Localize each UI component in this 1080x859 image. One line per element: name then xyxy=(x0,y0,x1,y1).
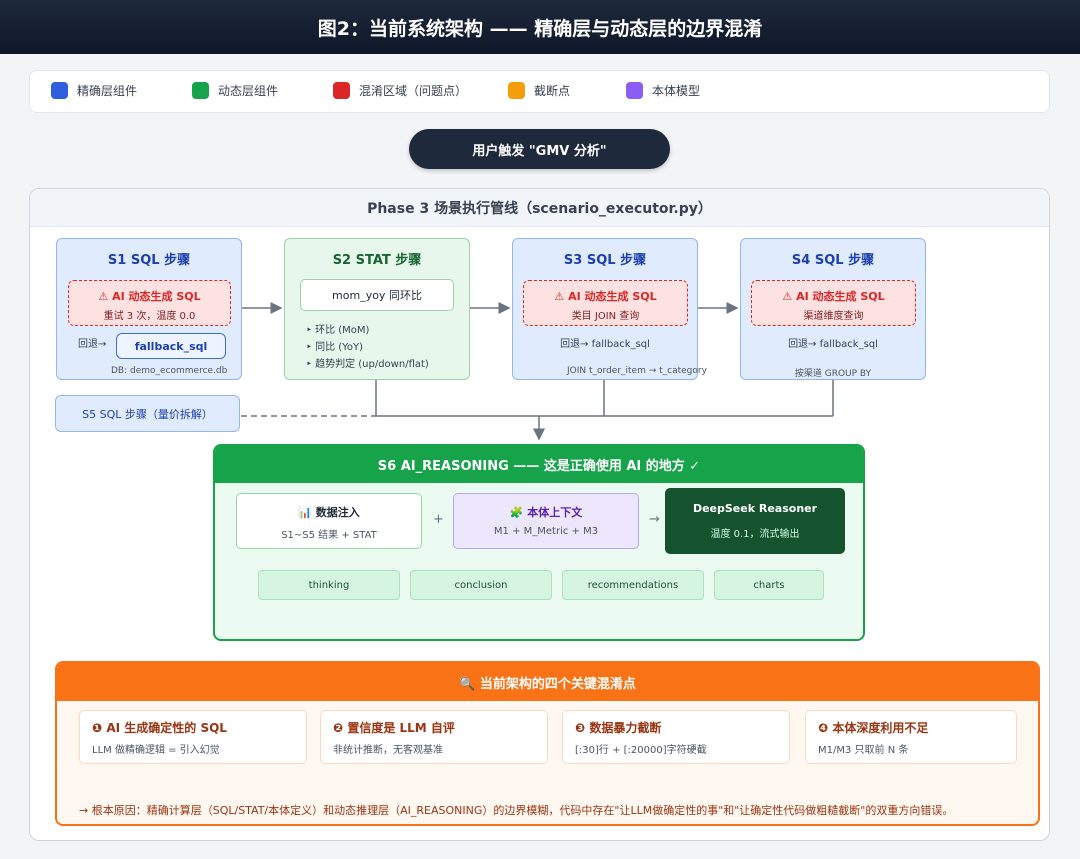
alert-title: ⚠ AI 动态生成 SQL xyxy=(554,290,657,303)
card-sub: M1 + M_Metric + M3 xyxy=(493,526,599,537)
issue-card: ❸ 数据暴力截断 [:30]行 + [:20000]字符硬截 xyxy=(562,710,790,764)
deepseek-reasoner-card: DeepSeek Reasoner 温度 0.1，流式输出 xyxy=(665,488,845,554)
legend: 精确层组件 动态层组件 混淆区域（问题点） 截断点 本体模型 xyxy=(29,70,1050,113)
issue-title: ❷ 置信度是 LLM 自评 xyxy=(333,721,455,735)
legend-swatch xyxy=(192,82,209,99)
legend-swatch xyxy=(508,82,525,99)
alert-sub: 重试 3 次，温度 0.0 xyxy=(103,311,196,322)
legend-swatch xyxy=(51,82,68,99)
db-label: DB: demo_ecommerce.db xyxy=(111,366,228,376)
root-cause-text: → 根本原因：精确计算层（SQL/STAT/本体定义）和动态推理层（AI_REA… xyxy=(79,804,954,817)
step-s6: S6 AI_REASONING —— 这是正确使用 AI 的地方 ✓ 📊 数据注… xyxy=(213,444,865,641)
alert-title: ⚠ AI 动态生成 SQL xyxy=(98,290,201,303)
output-thinking: thinking xyxy=(258,570,400,600)
card-sub: 温度 0.1，流式输出 xyxy=(710,529,800,540)
data-injection-card: 📊 数据注入 S1~S5 结果 + STAT xyxy=(236,493,422,549)
fallback-text: 回退→ fallback_sql xyxy=(560,339,650,350)
fallback-text: 回退→ fallback_sql xyxy=(788,339,878,350)
ai-sql-alert: ⚠ AI 动态生成 SQL 类目 JOIN 查询 xyxy=(523,280,688,326)
step-s5: S5 SQL 步骤（量价拆解） xyxy=(55,395,240,432)
legend-item: 本体模型 xyxy=(626,82,700,99)
arrow-sign: → xyxy=(649,512,660,527)
issues-title: 🔍 当前架构的四个关键混淆点 xyxy=(57,663,1038,701)
legend-label: 本体模型 xyxy=(652,84,701,98)
fallback-prefix: 回退→ xyxy=(78,339,107,350)
alert-title: ⚠ AI 动态生成 SQL xyxy=(782,290,885,303)
issue-sub: LLM 做精确逻辑 = 引入幻觉 xyxy=(92,745,220,756)
issue-sub: [:30]行 + [:20000]字符硬截 xyxy=(575,745,707,756)
card-sub: S1~S5 结果 + STAT xyxy=(281,530,377,541)
legend-label: 动态层组件 xyxy=(218,84,279,98)
legend-swatch xyxy=(626,82,643,99)
step-s1: S1 SQL 步骤 ⚠ AI 动态生成 SQL 重试 3 次，温度 0.0 回退… xyxy=(56,238,242,380)
issues-panel: 🔍 当前架构的四个关键混淆点 ❶ AI 生成确定性的 SQL LLM 做精确逻辑… xyxy=(55,661,1040,826)
issue-card: ❹ 本体深度利用不足 M1/M3 只取前 N 条 xyxy=(805,710,1017,764)
pipeline-title: Phase 3 场景执行管线（scenario_executor.py） xyxy=(30,189,1049,227)
ai-sql-alert: ⚠ AI 动态生成 SQL 重试 3 次，温度 0.0 xyxy=(68,280,231,326)
s6-title: S6 AI_REASONING —— 这是正确使用 AI 的地方 ✓ xyxy=(215,446,863,483)
alert-sub: 渠道维度查询 xyxy=(803,311,864,322)
ai-sql-alert: ⚠ AI 动态生成 SQL 渠道维度查询 xyxy=(751,280,916,326)
legend-item: 动态层组件 xyxy=(192,82,278,99)
plus-sign: + xyxy=(433,512,444,527)
stat-bullet: ‣ 趋势判定 (up/down/flat) xyxy=(306,359,429,370)
ontology-context-card: 🧩 本体上下文 M1 + M_Metric + M3 xyxy=(453,493,639,549)
card-title: 📊 数据注入 xyxy=(298,506,360,519)
output-charts: charts xyxy=(714,570,824,600)
step-s4: S4 SQL 步骤 ⚠ AI 动态生成 SQL 渠道维度查询 回退→ fallb… xyxy=(740,238,926,380)
legend-label: 混淆区域（问题点） xyxy=(359,84,468,98)
stat-bullet: ‣ 环比 (MoM) xyxy=(306,325,370,336)
card-title: 🧩 本体上下文 xyxy=(509,506,583,519)
trigger-node: 用户触发 "GMV 分析" xyxy=(409,129,670,169)
issue-title: ❹ 本体深度利用不足 xyxy=(818,721,929,735)
step-title: S2 STAT 步骤 xyxy=(332,253,422,268)
legend-label: 精确层组件 xyxy=(77,84,138,98)
join-note: JOIN t_order_item → t_category xyxy=(567,366,707,376)
page-title: 图2：当前系统架构 —— 精确层与动态层的边界混淆 xyxy=(0,0,1080,54)
issue-card: ❷ 置信度是 LLM 自评 非统计推断，无客观基准 xyxy=(320,710,548,764)
issue-title: ❶ AI 生成确定性的 SQL xyxy=(92,721,227,735)
issue-sub: M1/M3 只取前 N 条 xyxy=(818,745,909,756)
step-title: S4 SQL 步骤 xyxy=(791,253,875,268)
issue-title: ❸ 数据暴力截断 xyxy=(575,721,662,735)
legend-label: 截断点 xyxy=(534,84,571,98)
output-conclusion: conclusion xyxy=(410,570,552,600)
step-s2: S2 STAT 步骤 mom_yoy 同环比 ‣ 环比 (MoM) ‣ 同比 (… xyxy=(284,238,470,380)
mom-yoy-box: mom_yoy 同环比 xyxy=(300,279,454,311)
legend-item: 混淆区域（问题点） xyxy=(333,82,467,99)
step-s3: S3 SQL 步骤 ⚠ AI 动态生成 SQL 类目 JOIN 查询 回退→ f… xyxy=(512,238,707,380)
issue-card: ❶ AI 生成确定性的 SQL LLM 做精确逻辑 = 引入幻觉 xyxy=(79,710,307,764)
fallback-sql-button[interactable]: fallback_sql xyxy=(116,333,226,359)
alert-sub: 类目 JOIN 查询 xyxy=(571,311,640,322)
legend-item: 截断点 xyxy=(508,82,570,99)
issue-sub: 非统计推断，无客观基准 xyxy=(333,745,443,756)
output-recommendations: recommendations xyxy=(562,570,704,600)
card-title: DeepSeek Reasoner xyxy=(692,502,818,515)
legend-item: 精确层组件 xyxy=(51,82,137,99)
step-title: S1 SQL 步骤 xyxy=(107,253,191,268)
step-title: S3 SQL 步骤 xyxy=(563,253,647,268)
legend-swatch xyxy=(333,82,350,99)
group-note: 按渠道 GROUP BY xyxy=(794,369,872,379)
stat-bullet: ‣ 同比 (YoY) xyxy=(306,342,364,353)
